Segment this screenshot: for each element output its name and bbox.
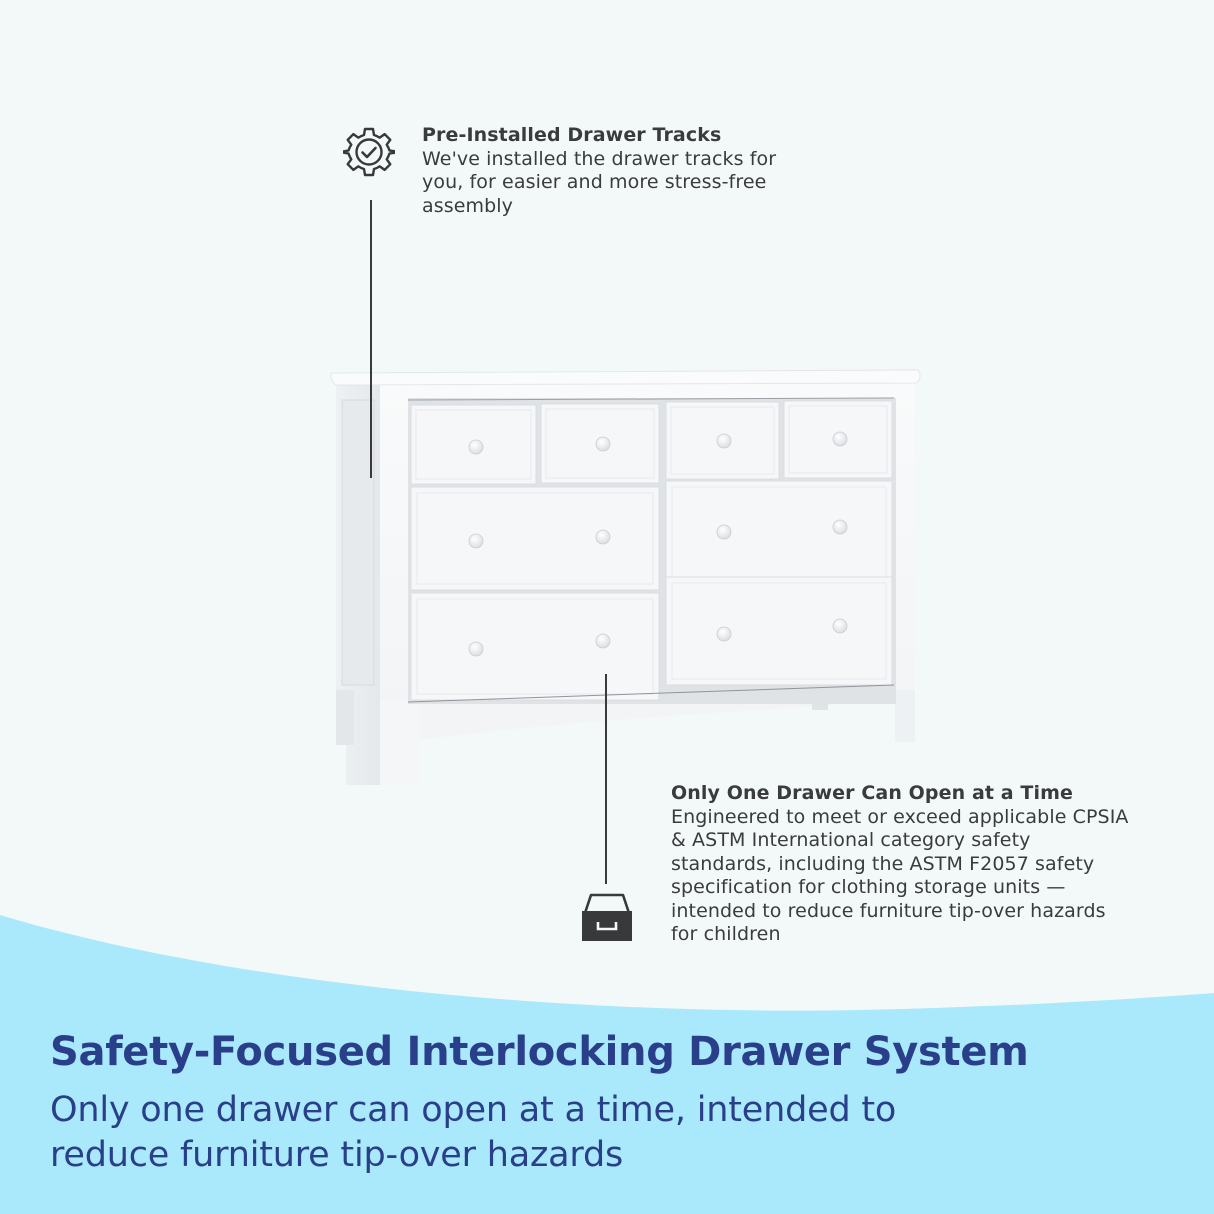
feature-title: Pre-Installed Drawer Tracks — [422, 124, 722, 146]
banner: Safety-Focused Interlocking Drawer Syste… — [50, 1020, 1180, 1178]
open-drawer-icon — [580, 893, 634, 943]
callout-line-drawer-tracks — [370, 200, 372, 478]
callout-line-interlock — [605, 674, 607, 884]
banner-headline: Safety-Focused Interlocking Drawer Syste… — [50, 1029, 1029, 1075]
feature-interlock: Only One Drawer Can Open at a Time Engin… — [671, 782, 1131, 947]
feature-drawer-tracks: Pre-Installed Drawer Tracks We've instal… — [422, 124, 782, 218]
gear-check-icon — [342, 126, 397, 178]
banner-subheadline: Only one drawer can open at a time, inte… — [50, 1090, 897, 1175]
feature-title: Only One Drawer Can Open at a Time — [671, 782, 1073, 804]
feature-description: We've installed the drawer tracks for yo… — [422, 147, 777, 217]
feature-description: Engineered to meet or exceed applicable … — [671, 805, 1129, 946]
